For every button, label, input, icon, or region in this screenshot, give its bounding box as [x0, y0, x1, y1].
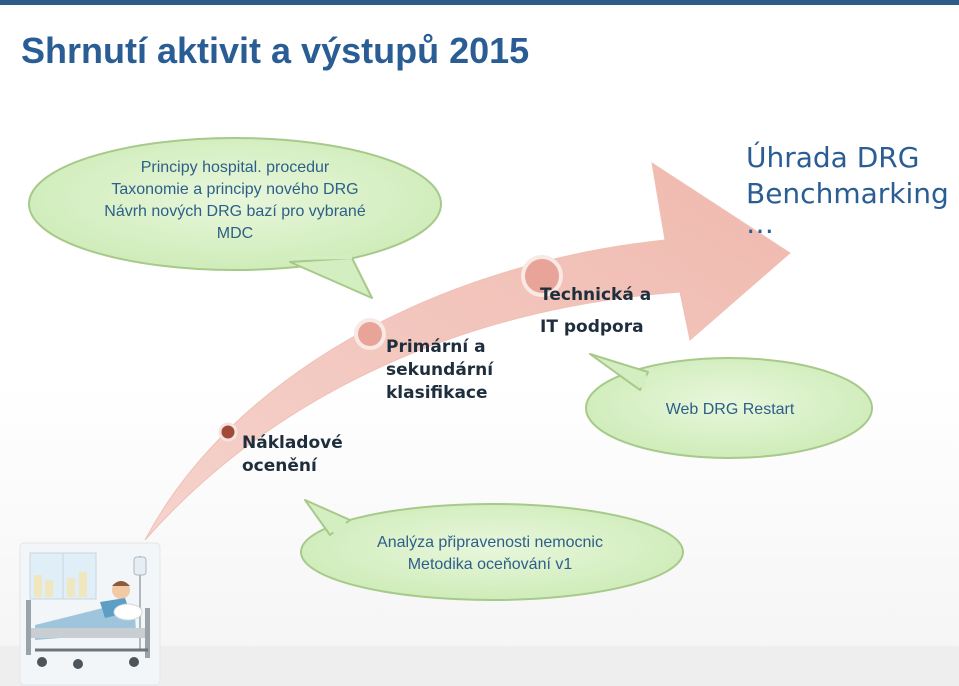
top-accent-bar — [0, 0, 959, 5]
growth-arrow — [144, 161, 791, 541]
bubble-line: Analýza připravenosti nemocnic — [377, 534, 603, 551]
step-line: Primární a — [386, 337, 486, 357]
goal-line: Úhrada DRG — [746, 141, 920, 174]
step-label-3: Technická a IT podpora — [540, 279, 651, 343]
step-dot-3 — [521, 255, 563, 297]
bubble-right-text: Web DRG Restart — [620, 399, 840, 421]
step-dot-2 — [354, 318, 386, 350]
bubble-line: Metodika oceňování v1 — [407, 556, 573, 573]
bubble-right — [585, 353, 873, 459]
step-line: ocenění — [242, 456, 317, 476]
step-line: Nákladové — [242, 433, 343, 453]
step-line: Technická a — [540, 285, 652, 305]
bubble-line: Taxonomie a principy nového DRG — [111, 181, 359, 198]
step-label-2: Primární a sekundární klasifikace — [386, 336, 493, 405]
step-dot-1 — [218, 422, 238, 442]
patient-bed-illustration — [19, 542, 161, 686]
step-line: IT podpora — [540, 317, 644, 337]
bubble-top-left — [28, 137, 442, 299]
goal-line: … — [746, 207, 774, 240]
bubble-line: Web DRG Restart — [665, 401, 795, 418]
goal-text: Úhrada DRG Benchmarking … — [746, 140, 949, 240]
bubble-line: Návrh nových DRG bazí pro vybrané — [104, 203, 366, 220]
bubble-bottom — [300, 499, 684, 601]
step-label-1: Nákladové ocenění — [242, 432, 343, 478]
bubble-bottom-text: Analýza připravenosti nemocnic Metodika … — [340, 532, 640, 576]
goal-line: Benchmarking — [746, 177, 949, 210]
slide-title: Shrnutí aktivit a výstupů 2015 — [21, 30, 530, 71]
bubble-line: MDC — [216, 225, 254, 242]
step-line: klasifikace — [386, 383, 488, 403]
step-line: sekundární — [386, 360, 494, 380]
bubble-top-left-text: Principy hospital. procedur Taxonomie a … — [80, 157, 390, 245]
bubble-line: Principy hospital. procedur — [140, 159, 330, 176]
